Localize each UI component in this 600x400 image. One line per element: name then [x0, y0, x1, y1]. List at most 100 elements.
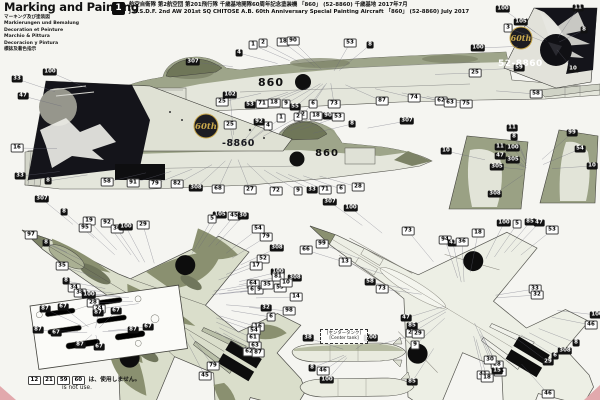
callout-chip: 30 — [483, 355, 497, 365]
callout-chip: 75 — [459, 99, 473, 109]
tail-serial-port: -8860 — [222, 138, 255, 149]
callout-chip: 8 — [44, 177, 52, 185]
callout-chip: 87 — [375, 96, 389, 106]
callout-chip: 46 — [541, 389, 555, 399]
callout-chip: 54 — [251, 224, 265, 234]
callout-chip: 58 — [529, 89, 543, 99]
anniversary-logo-starboard: 60th — [511, 33, 532, 43]
callout-chip: 18 — [309, 111, 323, 121]
callout-chip: 4 — [235, 49, 243, 57]
callout-chip: 308 — [188, 184, 204, 192]
callout-chip: 305 — [489, 163, 505, 171]
callout-chip: 32 — [260, 304, 272, 312]
tail-serial-starboard: 52-8860 — [498, 59, 543, 69]
callout-chip: 85 — [524, 218, 536, 226]
callout-chip: 32 — [530, 290, 544, 300]
not-used-text-en: is not use. — [62, 385, 92, 391]
subtitle-line: Markierungen und Bemalung — [4, 21, 80, 27]
callout-chip: 10 — [567, 65, 579, 73]
hinomaru-roundel — [295, 74, 311, 90]
callout-chip: 100 — [118, 223, 134, 231]
anniversary-logo-port: 60th — [195, 122, 217, 132]
callout-chip: 33 — [306, 186, 318, 194]
callout-chip: 25 — [223, 120, 237, 130]
not-used-number-chip: 60 — [71, 376, 85, 385]
callout-chip: 85 — [406, 322, 418, 330]
callout-chip: 58 — [364, 278, 376, 286]
callout-chip: 87 — [127, 326, 139, 334]
not-used-number-chip: 21 — [42, 376, 56, 385]
port-tail-art: 60th -8860 — [27, 80, 293, 181]
callout-chip: 52 — [256, 254, 270, 264]
callout-chip: 33 — [14, 172, 26, 180]
callout-chip: 53 — [545, 225, 559, 235]
callout-chip: 79 — [206, 361, 220, 371]
callout-chip: 47 — [533, 219, 545, 227]
callout-chip: 305 — [505, 156, 521, 164]
callout-chip: 8 — [572, 339, 580, 347]
callout-chip: 102 — [222, 91, 238, 99]
callout-chip: 100 — [589, 311, 600, 319]
callout-chip: 73 — [401, 226, 415, 236]
callout-chip: 308 — [487, 190, 503, 198]
callout-chip: 74 — [407, 93, 421, 103]
callout-chip: 87 — [74, 341, 86, 349]
callout-chip: 16 — [10, 143, 24, 153]
callout-chip: 71 — [318, 185, 332, 195]
callout-chip: 87 — [39, 305, 51, 313]
callout-chip: 105 — [513, 18, 529, 26]
callout-chip: 35 — [260, 280, 274, 290]
callout-chip: 59 — [513, 64, 525, 72]
callout-chip: 11 — [494, 143, 506, 151]
callout-chip: 6 — [308, 99, 318, 109]
callout-chip: 9 — [293, 186, 303, 196]
callout-chip: 18 — [267, 98, 281, 108]
callout-chip: 307 — [185, 58, 201, 66]
callout-chip: 79 — [148, 179, 162, 189]
callout-chip: 308 — [287, 274, 303, 282]
callout-chip: 100 — [319, 376, 335, 384]
callout-chip: 47 — [494, 152, 506, 160]
callout-chip: 92 — [100, 218, 114, 228]
callout-chip: 308 — [557, 347, 573, 355]
nose-number-port: 860 — [315, 148, 339, 159]
callout-chip: 5 — [207, 214, 217, 224]
callout-chip: 10 — [440, 147, 452, 155]
callout-chip: 105 — [212, 211, 228, 219]
callout-chip: 3 — [503, 23, 513, 33]
callout-chip: 99 — [566, 129, 578, 137]
hinomaru-roundel — [175, 255, 196, 276]
callout-chip: 36 — [455, 237, 469, 247]
callout-chip: 8 — [580, 26, 588, 34]
callout-chip: 53 — [244, 101, 256, 109]
aircraft-description-jp: 航空自衛隊 第2航空団 第201飛行隊 千歳基地開隊60周年記念塗装機 「860… — [129, 2, 408, 8]
callout-chip: 4 — [263, 121, 273, 131]
callout-chip: 67 — [142, 323, 154, 331]
callout-chip: 18 — [480, 373, 494, 383]
callout-chip: 11 — [506, 124, 518, 132]
callout-chip: 72 — [269, 186, 283, 196]
callout-chip: 87 — [32, 326, 44, 334]
callout-chip: 99 — [315, 239, 329, 249]
callout-chip: 10 — [586, 162, 598, 170]
callout-chip: 100 — [496, 219, 512, 227]
callout-chip: 91 — [126, 178, 140, 188]
callout-chip: 90 — [322, 112, 334, 120]
not-used-number-chip: 12 — [28, 376, 41, 385]
callout-chip: 8 — [42, 239, 50, 247]
callout-chip: 29 — [542, 358, 554, 366]
corner-artifact — [0, 386, 16, 400]
callout-chip: 29 — [136, 220, 150, 230]
callout-chip: 71 — [255, 99, 269, 109]
callout-chip: 14 — [289, 292, 303, 302]
subtitle-line: 標誌及著色指示 — [4, 47, 37, 53]
callout-chip: 307 — [322, 198, 338, 206]
callout-chip: 8 — [348, 120, 356, 128]
callout-chip: 35 — [55, 261, 69, 271]
callout-chip: 28 — [351, 182, 365, 192]
callout-chip: 18 — [471, 228, 485, 238]
corner-artifact — [584, 385, 600, 400]
